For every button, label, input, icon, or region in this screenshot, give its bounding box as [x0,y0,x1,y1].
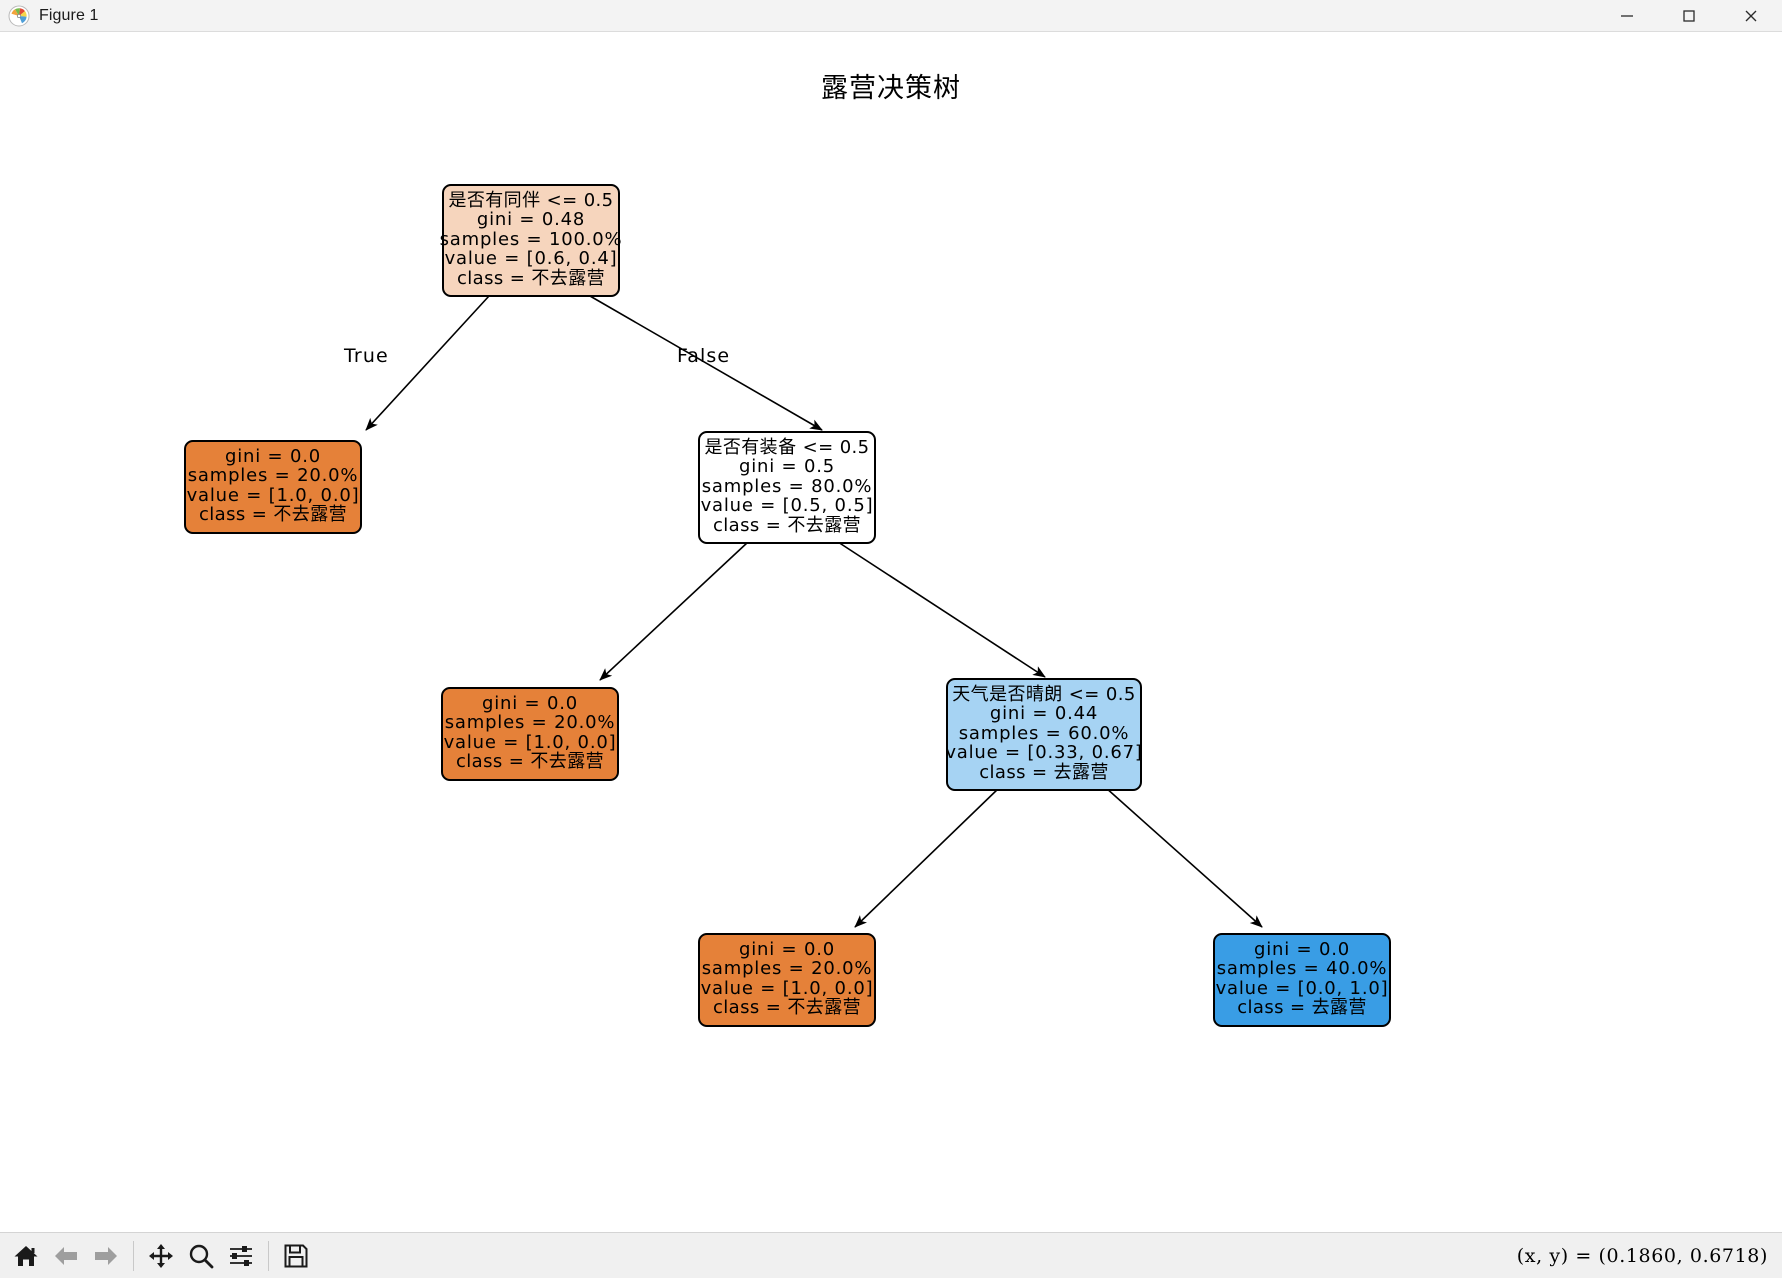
node-line-condition: 是否有同伴 <= 0.5 [448,190,614,211]
minimize-button[interactable] [1596,0,1658,32]
node-line-samples: samples = 20.0% [444,712,616,734]
figure-canvas[interactable]: 露营决策树 True False 是否有同伴 <= 0.5 gini [0,32,1782,1232]
close-button[interactable] [1720,0,1782,32]
edge-node2-to-leaf3 [599,541,749,681]
edge-node4-to-leaf5 [854,786,1001,928]
edge-root-to-node2 [589,295,823,431]
node-line-value: value = [1.0, 0.0] [443,731,617,753]
save-icon[interactable] [276,1236,316,1276]
node-line-condition: 天气是否晴朗 <= 0.5 [952,684,1136,705]
forward-arrow-icon[interactable] [86,1236,126,1276]
tree-node-2[interactable]: 是否有装备 <= 0.5 gini = 0.5 samples = 80.0% … [698,431,876,545]
node-line-samples: samples = 80.0% [701,475,873,497]
node-line-gini: gini = 0.0 [482,693,578,714]
coordinate-readout: (x, y) = (0.1860, 0.6718) [1516,1244,1768,1267]
node-line-samples: samples = 20.0% [701,958,873,980]
tree-node-leaf-1[interactable]: gini = 0.0 samples = 20.0% value = [1.0,… [184,440,362,534]
node-line-samples: samples = 100.0% [439,228,623,250]
tree-node-leaf-3[interactable]: gini = 0.0 samples = 20.0% value = [1.0,… [441,687,619,781]
node-line-gini: gini = 0.0 [739,939,835,960]
node-line-value: value = [1.0, 0.0] [700,977,874,999]
node-line-value: value = [0.0, 1.0] [1215,977,1389,999]
maximize-button[interactable] [1658,0,1720,32]
tree-node-4[interactable]: 天气是否晴朗 <= 0.5 gini = 0.44 samples = 60.0… [945,678,1143,792]
navigation-toolbar: (x, y) = (0.1860, 0.6718) [0,1232,1782,1278]
node-line-samples: samples = 60.0% [958,722,1130,744]
node-line-class: class = 不去露营 [712,514,861,536]
back-arrow-icon[interactable] [46,1236,86,1276]
node-line-class: class = 不去露营 [198,504,347,526]
tree-edges [365,295,1263,928]
node-line-value: value = [0.5, 0.5] [700,495,874,517]
edge-node4-to-leaf6 [1104,786,1263,928]
tree-node-leaf-6[interactable]: gini = 0.0 samples = 40.0% value = [0.0,… [1213,933,1391,1027]
window-title: Figure 1 [39,6,99,24]
pan-icon[interactable] [141,1236,181,1276]
tree-node-leaf-5[interactable]: gini = 0.0 samples = 20.0% value = [1.0,… [698,933,876,1027]
node-line-samples: samples = 40.0% [1216,958,1388,980]
window-titlebar: Figure 1 [0,0,1782,32]
edge-label-false: False [677,345,731,367]
node-line-gini: gini = 0.0 [1254,939,1350,960]
node-line-gini: gini = 0.0 [225,446,321,467]
zoom-icon[interactable] [181,1236,221,1276]
node-line-class: class = 不去露营 [455,751,604,773]
node-line-samples: samples = 20.0% [187,465,359,487]
node-line-value: value = [0.6, 0.4] [444,248,618,270]
node-line-value: value = [0.33, 0.67] [945,742,1143,764]
edge-node2-to-node4 [837,541,1046,678]
tree-node-root[interactable]: 是否有同伴 <= 0.5 gini = 0.48 samples = 100.0… [439,184,623,298]
node-line-value: value = [1.0, 0.0] [186,484,360,506]
node-line-condition: 是否有装备 <= 0.5 [704,437,870,458]
node-line-gini: gini = 0.44 [989,703,1099,725]
home-icon[interactable] [6,1236,46,1276]
node-line-gini: gini = 0.5 [739,456,835,478]
configure-subplots-icon[interactable] [221,1236,261,1276]
matplotlib-icon [8,5,30,27]
figure-title: 露营决策树 [821,73,961,104]
toolbar-separator [133,1240,134,1271]
node-line-class: class = 去露营 [1237,997,1367,1019]
window-controls [1596,0,1782,32]
node-line-class: class = 去露营 [979,761,1109,783]
node-line-gini: gini = 0.48 [476,209,586,231]
edge-root-to-leaf1 [365,295,490,431]
edge-label-true: True [344,345,389,367]
node-line-class: class = 不去露营 [456,267,605,289]
toolbar-separator-2 [268,1240,269,1271]
node-line-class: class = 不去露营 [712,997,861,1019]
